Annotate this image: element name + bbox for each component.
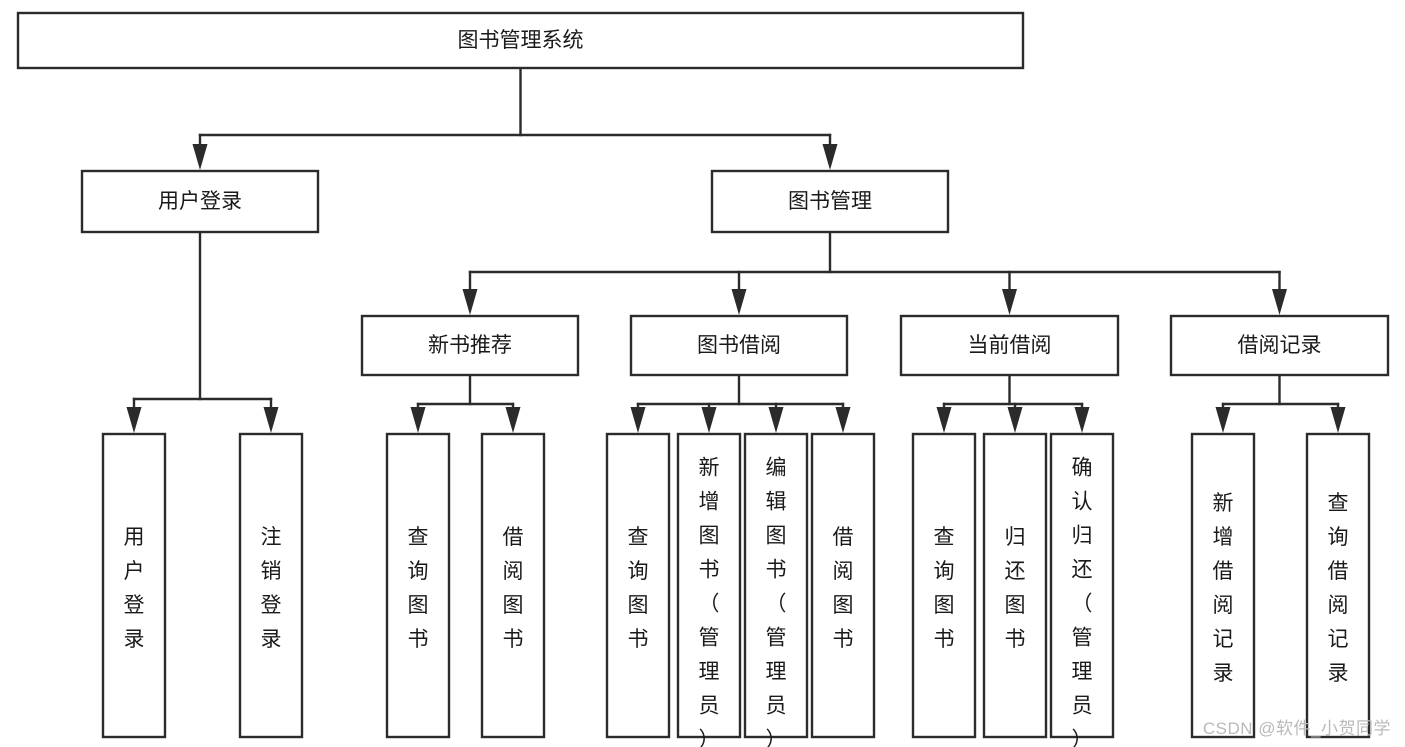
node-leaf-query-book-current[interactable]: 查询图书 <box>911 432 977 739</box>
arrow-head-icon <box>731 289 747 315</box>
connector-group-book-management-group <box>462 230 1287 315</box>
node-leaf-confirm-return-admin[interactable]: 确认归还（管理员） <box>1049 432 1115 747</box>
node-box-rect <box>605 432 671 739</box>
node-box-rect <box>982 432 1048 739</box>
node-box-rect <box>101 432 167 739</box>
node-label: 当前借阅 <box>968 334 1052 357</box>
node-box-rect <box>480 432 546 739</box>
node-leaf-borrow-book[interactable]: 借阅图书 <box>810 432 876 739</box>
node-label: 用户登录 <box>124 526 145 651</box>
arrow-head-icon <box>822 144 838 170</box>
node-leaf-return-book[interactable]: 归还图书 <box>982 432 1048 739</box>
connector-lines-layer <box>126 66 1346 433</box>
arrow-head-icon <box>701 407 717 433</box>
node-leaf-user-login[interactable]: 用户登录 <box>101 432 167 739</box>
arrow-head-icon <box>126 407 142 433</box>
node-box-rect <box>911 432 977 739</box>
node-borrow-records[interactable]: 借阅记录 <box>1169 314 1390 377</box>
arrow-head-icon <box>1002 289 1017 315</box>
node-label: 注销登录 <box>261 526 282 651</box>
arrow-head-icon <box>263 407 279 433</box>
arrow-head-icon <box>505 407 521 433</box>
node-leaf-add-book-admin[interactable]: 新增图书（管理员） <box>676 432 742 747</box>
node-box-rect <box>676 432 742 739</box>
node-label: 编辑图书（管理员） <box>766 457 787 747</box>
node-leaf-edit-book-admin[interactable]: 编辑图书（管理员） <box>743 432 809 747</box>
node-box-rect <box>899 314 1120 377</box>
node-box-rect <box>385 432 451 739</box>
node-box-rect <box>743 432 809 739</box>
node-leaf-query-book-rec[interactable]: 查询图书 <box>385 432 451 739</box>
node-boxes-layer: 图书管理系统用户登录图书管理新书推荐图书借阅当前借阅借阅记录用户登录注销登录查询… <box>16 11 1390 747</box>
node-label: 借阅图书 <box>503 526 524 651</box>
node-root[interactable]: 图书管理系统 <box>16 11 1025 70</box>
arrow-head-icon <box>1007 407 1023 433</box>
node-box-rect <box>1169 314 1390 377</box>
node-label: 查询图书 <box>408 526 429 651</box>
node-box-rect <box>1049 432 1115 739</box>
arrow-head-icon <box>630 407 646 433</box>
node-current-borrow[interactable]: 当前借阅 <box>899 314 1120 377</box>
node-label: 确认归还（管理员） <box>1072 457 1093 747</box>
node-box-rect <box>16 11 1025 70</box>
connector-group-new-book-recommend <box>410 373 521 433</box>
node-label: 借阅记录 <box>1238 334 1322 357</box>
arrow-head-icon <box>1272 289 1287 315</box>
node-label: 查询图书 <box>934 526 955 651</box>
node-box-rect <box>1190 432 1256 739</box>
node-label: 查询借阅记录 <box>1328 492 1349 685</box>
node-label: 新增借阅记录 <box>1213 492 1234 685</box>
connector-group-book-borrow <box>630 373 851 433</box>
connector-group-borrow-records <box>1215 373 1346 433</box>
node-label: 新增图书（管理员） <box>699 457 720 747</box>
arrow-head-icon <box>835 407 851 433</box>
node-box-rect <box>1305 432 1371 739</box>
node-box-rect <box>80 169 320 234</box>
node-book-management-group[interactable]: 图书管理 <box>710 169 950 234</box>
arrow-head-icon <box>1074 407 1090 433</box>
node-label: 借阅图书 <box>833 526 854 651</box>
arrow-head-icon <box>462 289 478 315</box>
arrow-head-icon <box>1330 407 1346 433</box>
node-box-rect <box>238 432 304 739</box>
node-label: 用户登录 <box>158 190 242 213</box>
node-user-login-group[interactable]: 用户登录 <box>80 169 320 234</box>
node-box-rect <box>629 314 849 377</box>
connector-group-user-login-group <box>126 230 279 433</box>
arrow-head-icon <box>192 144 208 170</box>
node-box-rect <box>710 169 950 234</box>
node-label: 图书管理 <box>788 190 872 213</box>
connector-group-root <box>192 66 838 170</box>
arrow-head-icon <box>936 407 952 433</box>
node-leaf-query-book-borrow[interactable]: 查询图书 <box>605 432 671 739</box>
node-new-book-recommend[interactable]: 新书推荐 <box>360 314 580 377</box>
node-box-rect <box>360 314 580 377</box>
node-leaf-borrow-book-rec[interactable]: 借阅图书 <box>480 432 546 739</box>
arrow-head-icon <box>1215 407 1231 433</box>
node-label: 图书借阅 <box>697 334 781 357</box>
arrow-head-icon <box>410 407 426 433</box>
node-label: 查询图书 <box>628 526 649 651</box>
node-leaf-add-borrow-record[interactable]: 新增借阅记录 <box>1190 432 1256 739</box>
node-label: 图书管理系统 <box>458 29 584 52</box>
node-leaf-logout[interactable]: 注销登录 <box>238 432 304 739</box>
node-box-rect <box>810 432 876 739</box>
connector-group-current-borrow <box>936 373 1090 433</box>
node-leaf-query-borrow-record[interactable]: 查询借阅记录 <box>1305 432 1371 739</box>
node-label: 归还图书 <box>1005 526 1026 651</box>
node-book-borrow[interactable]: 图书借阅 <box>629 314 849 377</box>
node-label: 新书推荐 <box>428 334 512 357</box>
arrow-head-icon <box>768 407 784 433</box>
